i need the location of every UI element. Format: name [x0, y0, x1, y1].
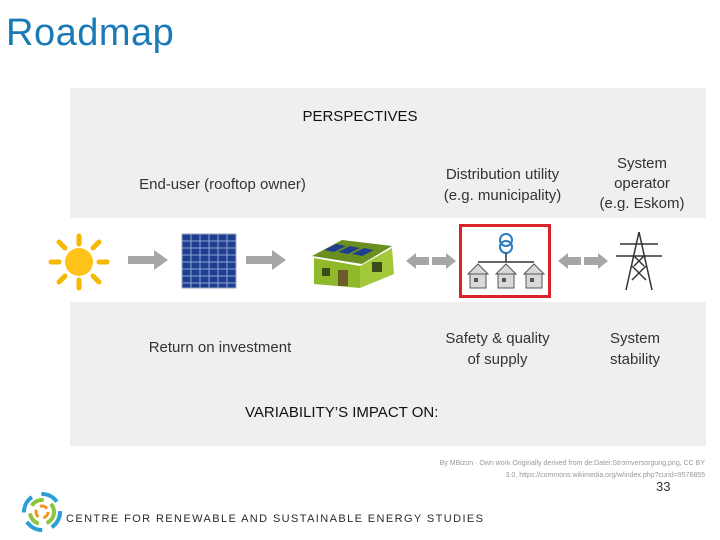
house-with-panels-icon [312, 240, 394, 288]
impact-end-user: Return on investment [148, 339, 292, 356]
image-credit: By MBizon · Own work Originally derived … [380, 458, 705, 482]
perspective-sysop-line-2: operator [614, 175, 670, 192]
perspective-distribution-line-2: (e.g. municipality) [443, 187, 562, 204]
credit-line-1: By MBizon · Own work Originally derived … [439, 460, 705, 467]
bidirectional-arrow-icon [406, 252, 456, 270]
page-number: 33 [656, 479, 671, 494]
arrow-right-icon [246, 250, 286, 270]
credit-line-2: 3.0, https://commons.wikimedia.org/w/ind… [505, 472, 705, 479]
perspective-system-operator: System operator (e.g. Eskom) [588, 154, 696, 214]
solar-panel-icon [181, 233, 237, 289]
slide-title: Roadmap [6, 12, 175, 54]
variability-label: VARIABILITY’S IMPACT ON: [245, 404, 439, 421]
footer-organization: CENTRE FOR RENEWABLE AND SUSTAINABLE ENE… [66, 513, 485, 525]
logo-icon [22, 492, 62, 532]
transmission-tower-icon [616, 231, 662, 291]
impact-distribution-line-1: Safety & quality [445, 330, 550, 347]
substation-icon [466, 233, 546, 289]
perspective-distribution-utility: Distribution utility (e.g. municipality) [420, 164, 585, 206]
impact-system-operator: System stability [590, 328, 680, 370]
impact-distribution-utility: Safety & quality of supply [420, 328, 575, 370]
perspectives-label: PERSPECTIVES [302, 108, 418, 125]
perspective-sysop-line-3: (e.g. Eskom) [599, 195, 685, 212]
perspective-distribution-line-1: Distribution utility [445, 166, 560, 183]
perspective-end-user: End-user (rooftop owner) [139, 176, 306, 193]
arrow-right-icon [128, 250, 168, 270]
perspective-sysop-line-1: System [616, 155, 667, 172]
bidirectional-arrow-icon [558, 252, 608, 270]
distribution-highlight-box [459, 224, 551, 298]
impact-distribution-line-2: of supply [467, 351, 528, 368]
impact-sysop-line-1: System [609, 330, 660, 347]
sun-icon [48, 233, 110, 291]
impact-sysop-line-2: stability [609, 351, 661, 368]
